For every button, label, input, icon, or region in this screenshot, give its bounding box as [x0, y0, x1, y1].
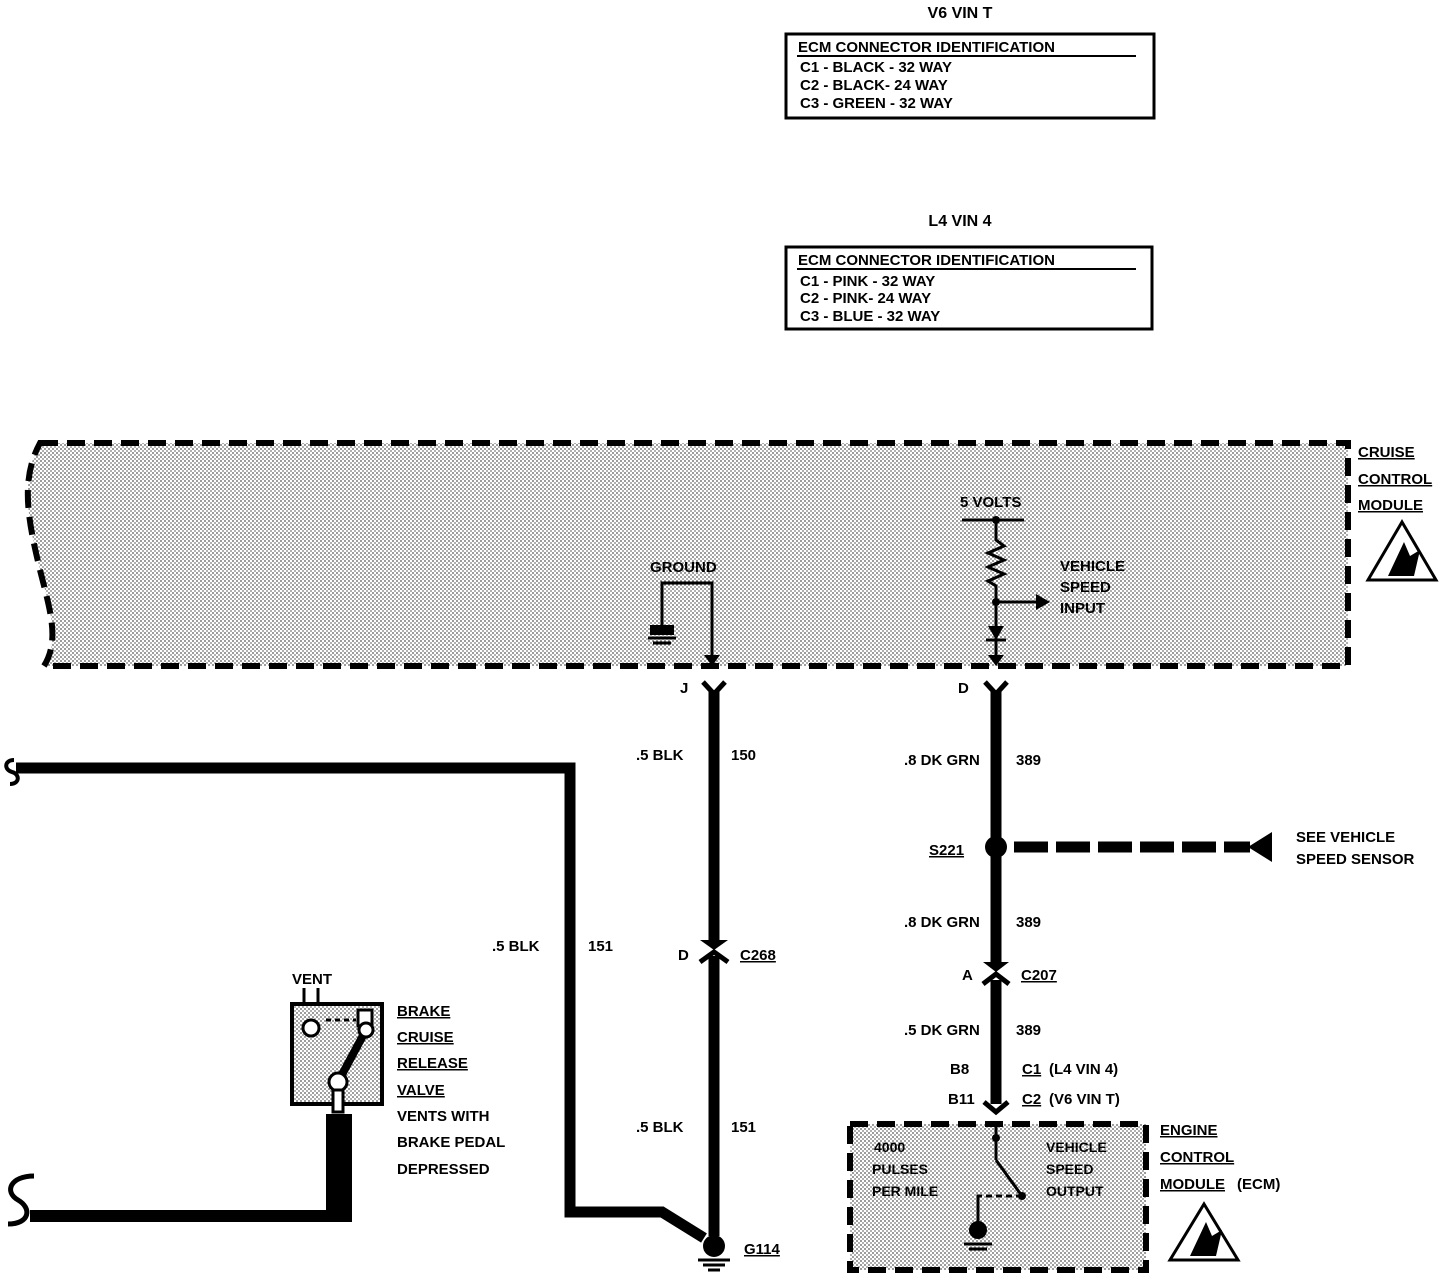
c268-label: C268 — [740, 947, 776, 964]
valve-name-4: VALVE — [397, 1082, 445, 1099]
engine-control-module: 4000 PULSES PER MILE VEHICLE SPEED OUTPU… — [847, 1121, 1280, 1273]
g114-label: G114 — [744, 1241, 781, 1258]
v6-row-c2: C2 - BLACK- 24 WAY — [800, 77, 948, 94]
wire-151b-size: .5 BLK — [636, 1119, 684, 1136]
v6-heading: V6 VIN T — [928, 5, 993, 22]
pin-b8-label: B8 — [950, 1061, 969, 1078]
vent-label: VENT — [292, 971, 332, 988]
valve-note-1: VENTS WITH — [397, 1108, 490, 1125]
ecm-name-1: ENGINE — [1160, 1122, 1218, 1139]
s221-splice — [985, 836, 1007, 858]
cruise-module-name-3: MODULE — [1358, 497, 1423, 514]
v6-row-c1: C1 - BLACK - 32 WAY — [800, 59, 952, 76]
valve-stem — [331, 1088, 345, 1114]
l4-table-title: ECM CONNECTOR IDENTIFICATION — [798, 252, 1055, 269]
c207-male-icon — [983, 962, 1009, 972]
vss-ref-1: SEE VEHICLE — [1296, 829, 1395, 846]
circuit-389: D .8 DK GRN 389 S221 SEE VEHICLE SPEED S… — [904, 680, 1415, 1116]
c207-label: C207 — [1021, 967, 1057, 984]
l4-row-c1: C1 - PINK - 32 WAY — [800, 273, 935, 290]
circuit-151-upper: .5 BLK 151 — [4, 758, 707, 1243]
volts-label: 5 VOLTS — [960, 494, 1021, 511]
valve-name-1: BRAKE — [397, 1003, 450, 1020]
ground-label: GROUND — [650, 559, 717, 576]
esd-warning-icon — [1365, 519, 1439, 582]
cruise-module-name-1: CRUISE — [1358, 444, 1415, 461]
valve-name-2: CRUISE — [397, 1029, 454, 1046]
module-ground-icon — [648, 581, 720, 666]
vss-ref-2: SPEED SENSOR — [1296, 851, 1415, 868]
ecm-pulses-1: 4000 — [874, 1139, 905, 1155]
circuit-150-151: J .5 BLK 150 D C268 .5 BLK 151 G114 — [636, 680, 781, 1272]
wire-151a-num: 151 — [588, 938, 613, 955]
valve-name-3: RELEASE — [397, 1055, 468, 1072]
valve-pivot-top — [357, 1021, 375, 1039]
pin-j-label: J — [680, 680, 688, 697]
ecm-pulses-2: PULSES — [872, 1161, 928, 1177]
pin-d-top-label: D — [958, 680, 969, 697]
vacuum-hose — [30, 1114, 352, 1222]
brake-cruise-release-valve: VENT BRAKE CRUISE RELEASE VALVE VENTS WI… — [7, 971, 505, 1227]
c268-female-icon — [698, 948, 730, 965]
valve-note-3: DEPRESSED — [397, 1161, 490, 1178]
vsi-label-2: SPEED — [1060, 579, 1111, 596]
c268-pin-label: D — [678, 947, 689, 964]
c2-note: (V6 VIN T) — [1049, 1091, 1120, 1108]
cruise-module-outline — [24, 440, 1351, 669]
ecm-name-3: MODULE — [1160, 1176, 1225, 1193]
c207-female-icon — [981, 970, 1011, 986]
pin-b11-label: B11 — [948, 1091, 975, 1108]
valve-pivot-bottom — [327, 1071, 349, 1093]
wire-break-icon-top — [4, 758, 20, 786]
v6-table-frame — [784, 32, 1156, 120]
l4-heading: L4 VIN 4 — [928, 213, 991, 230]
valve-note-2: BRAKE PEDAL — [397, 1134, 505, 1151]
c1-note: (L4 VIN 4) — [1049, 1061, 1118, 1078]
ecm-esd-warning-icon — [1167, 1201, 1241, 1262]
vsi-label-1: VEHICLE — [1060, 558, 1125, 575]
ecm-ground-icon — [964, 1196, 992, 1251]
wire-150-size: .5 BLK — [636, 747, 684, 764]
wire-389b-num: 389 — [1016, 914, 1041, 931]
cruise-control-module: CRUISE CONTROL MODULE GROUND 5 VOLTS — [24, 440, 1439, 669]
s221-label: S221 — [929, 842, 964, 859]
c1-label: C1 — [1022, 1061, 1041, 1078]
c2-label: C2 — [1022, 1091, 1041, 1108]
vsi-label-3: INPUT — [1060, 600, 1105, 617]
ecm-vso-1: VEHICLE — [1046, 1139, 1107, 1155]
wire-151a-size: .5 BLK — [492, 938, 540, 955]
wire-389a-num: 389 — [1016, 752, 1041, 769]
wire-389c-num: 389 — [1016, 1022, 1041, 1039]
wire-151-upper — [16, 762, 707, 1243]
c207-pin-label: A — [962, 967, 973, 984]
wire-151b-num: 151 — [731, 1119, 756, 1136]
ecm-pin-connector — [982, 1100, 1010, 1116]
l4-row-c2: C2 - PINK- 24 WAY — [800, 290, 931, 307]
ecm-vso-2: SPEED — [1046, 1161, 1093, 1177]
g114-ground-icon — [698, 1235, 730, 1272]
l4-connector-table: L4 VIN 4 ECM CONNECTOR IDENTIFICATION C1… — [784, 213, 1154, 331]
ecm-name-2: CONTROL — [1160, 1149, 1234, 1166]
ecm-pulses-3: PER MILE — [872, 1183, 938, 1199]
v6-connector-table: V6 VIN T ECM CONNECTOR IDENTIFICATION C1… — [784, 5, 1156, 120]
wire-389b-size: .8 DK GRN — [904, 914, 980, 931]
valve-port-left — [301, 1018, 321, 1038]
vss-arrow-icon — [1248, 832, 1272, 862]
l4-row-c3: C3 - BLUE - 32 WAY — [800, 308, 940, 325]
c268-male-icon — [700, 940, 728, 950]
v6-table-title: ECM CONNECTOR IDENTIFICATION — [798, 39, 1055, 56]
ecm-vso-3: OUTPUT — [1046, 1183, 1104, 1199]
cruise-module-name-2: CONTROL — [1358, 471, 1432, 488]
v6-row-c3: C3 - GREEN - 32 WAY — [800, 95, 953, 112]
hose-break-icon — [7, 1173, 35, 1227]
ecm-name-suffix: (ECM) — [1237, 1176, 1280, 1193]
wire-389c-size: .5 DK GRN — [904, 1022, 980, 1039]
wire-389a-size: .8 DK GRN — [904, 752, 980, 769]
wire-150-num: 150 — [731, 747, 756, 764]
l4-table-frame — [784, 245, 1154, 331]
pullup-resistor-icon — [962, 516, 1050, 666]
